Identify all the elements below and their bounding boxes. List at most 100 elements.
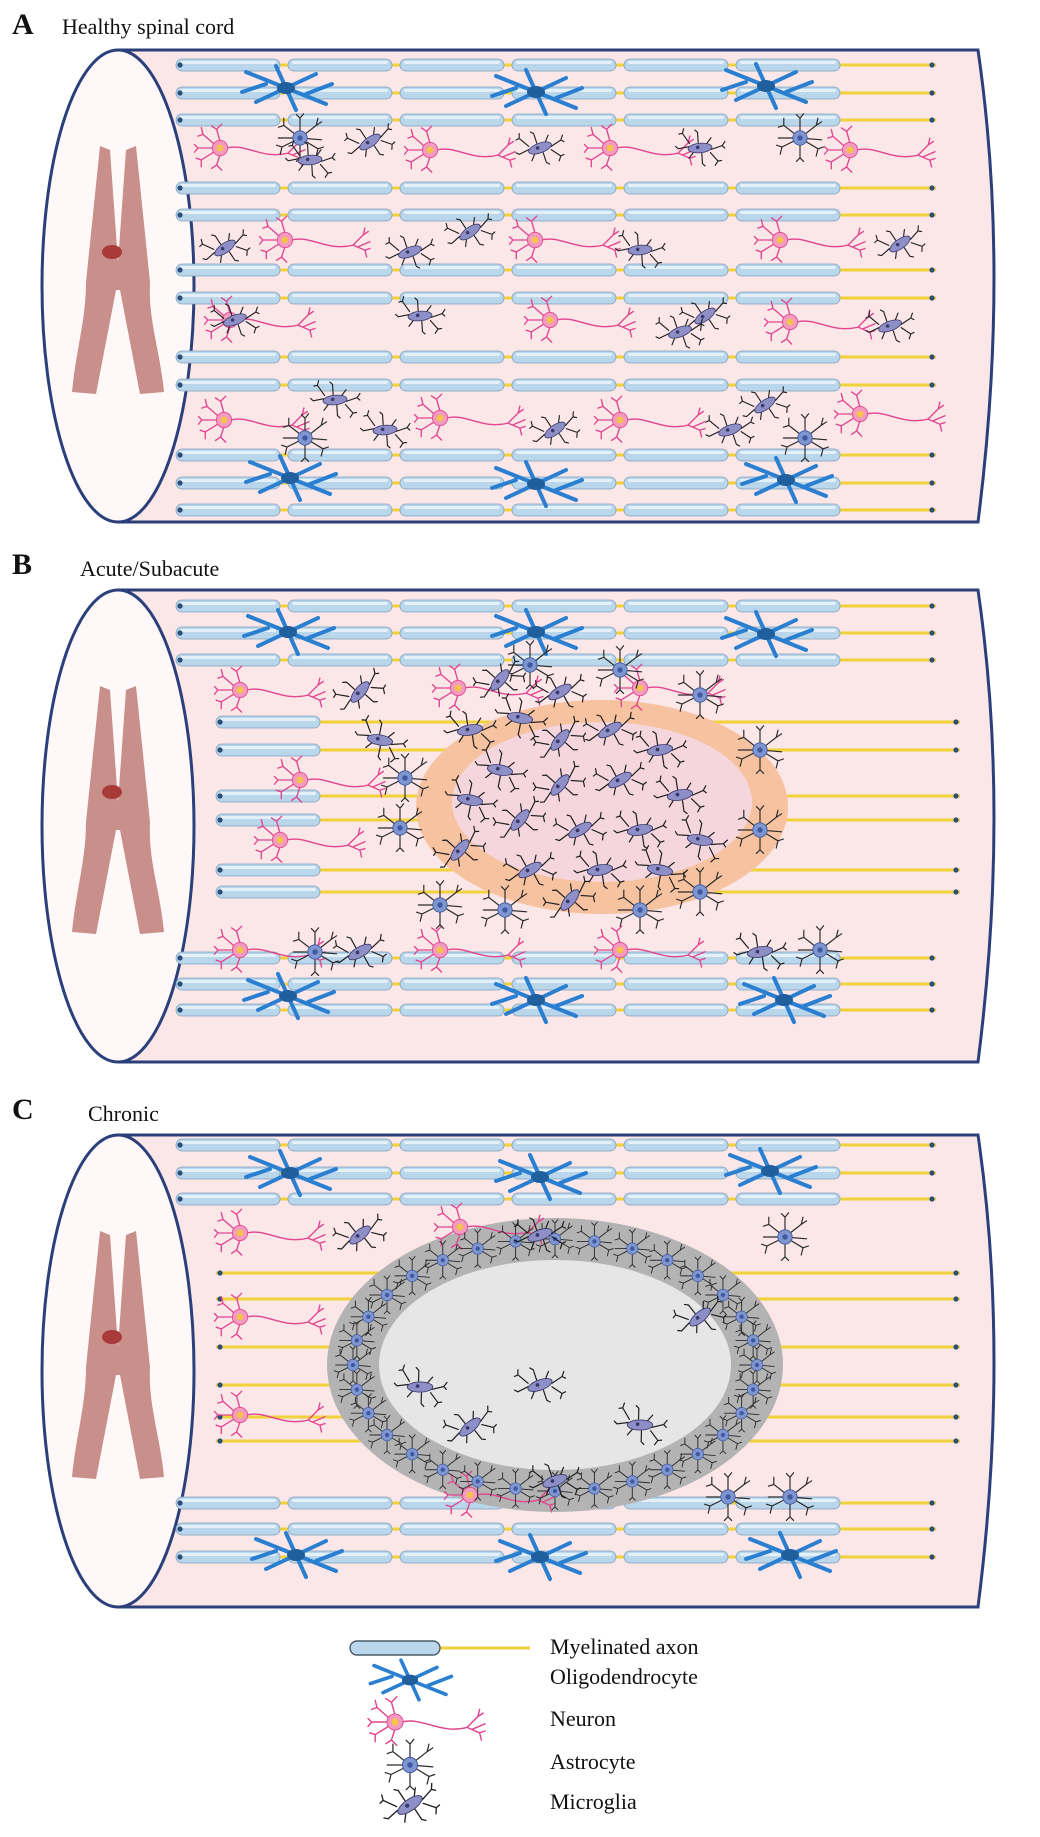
neuron (523, 295, 636, 343)
neuron (197, 395, 310, 443)
astrocyte (376, 803, 424, 852)
microglia (513, 1217, 567, 1253)
astrocyte (349, 1393, 388, 1433)
lesion-cavity (379, 1260, 731, 1470)
legend-label: Myelinated axon (550, 1634, 699, 1659)
neuron (413, 393, 526, 441)
panel-healthy: A Healthy spinal cord (0, 0, 1040, 530)
astrocyte (337, 1320, 377, 1360)
microglia (393, 1364, 448, 1408)
grey-matter (72, 686, 164, 934)
microglia (474, 745, 529, 793)
microglia (674, 815, 729, 863)
astrocyte (737, 1345, 777, 1385)
myelinated-axon (175, 86, 936, 100)
microglia (472, 655, 527, 698)
neuron (413, 925, 526, 973)
myelinated-axon (175, 1192, 936, 1206)
cord-diagram-chronic (40, 1133, 996, 1609)
microglia (492, 795, 547, 838)
cord-diagram-acute (40, 588, 996, 1064)
microglia (653, 775, 707, 815)
oligodendrocyte (250, 1531, 344, 1579)
microglia (532, 760, 587, 803)
neuron (273, 755, 386, 803)
myelinated-axon (175, 113, 936, 127)
legend-item-myelinated-axon: Myelinated axon (340, 1630, 1000, 1666)
cord-diagram-healthy (40, 48, 996, 524)
oligodendrocyte (490, 460, 584, 508)
astrocyte (761, 1212, 809, 1261)
microglia (613, 1402, 668, 1446)
astrocyte (676, 867, 724, 916)
microglia (679, 297, 731, 331)
astrocyte (703, 1415, 743, 1455)
microglia (874, 225, 926, 259)
astrocyte (703, 1275, 743, 1315)
astrocyte (613, 1461, 652, 1501)
astrocyte (678, 1434, 718, 1474)
neuron (593, 925, 706, 973)
oligodendrocyte (740, 456, 834, 504)
microglia (444, 775, 499, 823)
astrocyte (291, 927, 339, 976)
astrocyte (722, 1296, 761, 1336)
neuron (213, 1208, 326, 1256)
astrocyte (736, 805, 784, 854)
oligodendrocyte (744, 1531, 838, 1579)
astrocyte (575, 1468, 614, 1508)
microglia (529, 411, 581, 445)
microglia (432, 825, 487, 868)
microglia (385, 235, 435, 269)
myelin-sheath (349, 1640, 441, 1656)
oligodendrocyte (724, 1147, 818, 1195)
oligodendrocyte (242, 608, 336, 656)
neuron (213, 925, 326, 973)
microglia-icon (379, 1782, 441, 1823)
myelinated-axon-icon (349, 1640, 530, 1656)
oligodendrocyte (494, 1533, 588, 1581)
neuron (433, 1202, 546, 1250)
microglia (515, 131, 565, 165)
microglia (552, 811, 607, 846)
astrocyte (648, 1449, 687, 1489)
microglia (655, 315, 705, 349)
astrocyte (535, 1471, 575, 1511)
myelinated-axon (175, 1522, 936, 1536)
panel-acute: B Acute/Subacute (0, 540, 1040, 1080)
myelinated-axon (175, 181, 936, 195)
astrocyte (648, 1240, 687, 1280)
oligodendrocyte (244, 1149, 338, 1197)
grey-matter (72, 146, 164, 394)
legend-label: Neuron (550, 1706, 616, 1731)
microglia (733, 932, 787, 972)
microglia (395, 296, 446, 335)
astrocyte (333, 1345, 373, 1385)
myelinated-axon (175, 448, 936, 462)
microglia (592, 761, 647, 796)
microglia (705, 413, 755, 447)
neuron (833, 389, 946, 437)
astrocyte (337, 1369, 377, 1409)
astrocyte (481, 885, 529, 934)
astrocyte-icon (384, 1738, 436, 1791)
microglia (675, 128, 726, 167)
microglia (633, 730, 687, 770)
astrocyte (776, 113, 824, 162)
oligodendrocyte (494, 1153, 588, 1201)
astrocyte (281, 413, 329, 462)
microglia (310, 380, 361, 419)
myelinated-axon (175, 208, 936, 222)
astrocyte (458, 1461, 497, 1501)
microglia (332, 933, 387, 968)
myelinated-axon (175, 977, 936, 991)
panel-letter: C (12, 1093, 34, 1126)
astrocyte (423, 1449, 462, 1489)
astrocyte (276, 113, 324, 162)
oligodendrocyte (490, 68, 584, 116)
panel-title: Healthy spinal cord (62, 14, 235, 39)
legend-label: Oligodendrocyte (550, 1664, 698, 1689)
myelinated-axon (175, 599, 936, 613)
panel-letter: B (12, 548, 33, 581)
microglia (613, 810, 667, 850)
